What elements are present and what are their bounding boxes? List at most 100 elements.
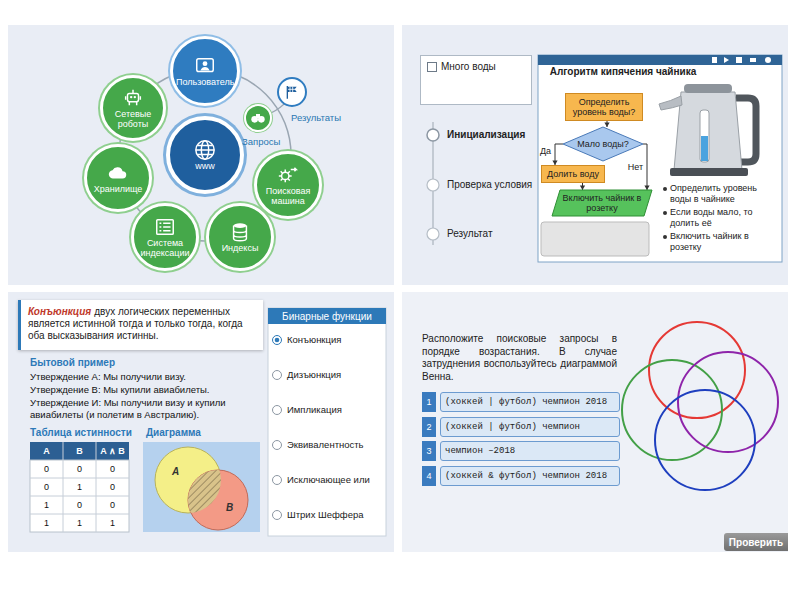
term: Конъюнкция bbox=[28, 306, 91, 317]
table-cell: 0 bbox=[30, 478, 63, 496]
query-row: 1(хоккей | футбол) чемпион 2018 bbox=[422, 392, 620, 412]
node-label: Пользователь bbox=[176, 77, 234, 87]
venn-diagram bbox=[622, 322, 778, 490]
set-label: B bbox=[226, 502, 240, 513]
table-cell: 1 bbox=[63, 478, 96, 496]
icon-art bbox=[276, 164, 300, 186]
storage-circle: Хранилище bbox=[84, 144, 152, 212]
bullet-dot bbox=[663, 211, 667, 215]
node-label: Сетевые роботы bbox=[104, 109, 162, 129]
callout-number: 4 bbox=[422, 466, 436, 486]
node-label: Запросы bbox=[242, 136, 280, 147]
table-cell: 0 bbox=[96, 496, 129, 514]
truth-table bbox=[30, 460, 129, 532]
query-row: 2(хоккей | футбол) чемпион bbox=[422, 417, 620, 437]
step-label: Проверка условия bbox=[447, 179, 547, 190]
callout-number: 3 bbox=[422, 441, 436, 461]
statement: Утверждение A: Мы получили визу. bbox=[30, 371, 265, 383]
bullet-text: Определить уровень воды в чайнике bbox=[670, 183, 780, 205]
table-cell: 1 bbox=[96, 514, 129, 532]
query-text: чемпион –2018 bbox=[440, 441, 620, 461]
table-cell: 1 bbox=[30, 514, 63, 532]
radio-buttons bbox=[273, 336, 282, 520]
section-heading: Таблица истинности bbox=[30, 427, 140, 438]
shape-fill bbox=[563, 127, 643, 161]
radio-option: Исключающее или bbox=[287, 474, 382, 485]
bullet-dot bbox=[663, 235, 667, 239]
section-heading: Диаграмма bbox=[146, 427, 256, 438]
table-cell: B bbox=[63, 442, 96, 460]
user-circle: Пользователь bbox=[170, 36, 240, 106]
button-label: Проверить bbox=[729, 537, 783, 548]
query-text: (хоккей | футбол) чемпион 2018 bbox=[440, 392, 620, 412]
query-text: (хоккей & футбол) чемпион 2018 bbox=[440, 466, 620, 486]
sidebar-title: Бинарные функции bbox=[282, 311, 372, 322]
bullet-text: Если воды мало, то долить её bbox=[670, 207, 780, 229]
icon-art bbox=[121, 87, 145, 109]
venn-set bbox=[188, 470, 248, 530]
decision-diamond: Мало воды? bbox=[563, 127, 643, 161]
checkbox-label: Много воды bbox=[441, 61, 496, 72]
node-label: Индексы bbox=[211, 243, 269, 253]
icon-art bbox=[284, 84, 300, 100]
radio-option: Дизъюнкция bbox=[287, 369, 382, 380]
window-titlebar bbox=[538, 55, 782, 65]
callout-number: 2 bbox=[422, 417, 436, 437]
node-icon bbox=[153, 216, 177, 238]
table-cell: A ∧ B bbox=[96, 442, 129, 460]
flow-arrow bbox=[552, 144, 563, 165]
panel bbox=[8, 292, 394, 552]
query-text: (хоккей | футбол) чемпион bbox=[440, 417, 620, 437]
titlebar-icons bbox=[712, 57, 771, 63]
box-label: Долить воду bbox=[547, 169, 599, 179]
edge-label: Нет bbox=[627, 162, 644, 172]
arrowhead bbox=[580, 186, 585, 191]
node-label: Хранилище bbox=[89, 184, 147, 194]
table-cell: 0 bbox=[63, 496, 96, 514]
window-title: Алгоритм кипячения чайника bbox=[538, 66, 708, 77]
bullet-dot bbox=[663, 187, 667, 191]
flow-arrow bbox=[604, 121, 609, 127]
table-header bbox=[30, 442, 129, 460]
step-label: Результат bbox=[447, 228, 537, 239]
io-parallelogram: Включить чайник в розетку bbox=[552, 190, 652, 216]
check-button: Проверить bbox=[724, 533, 788, 551]
sidebar bbox=[268, 308, 386, 536]
table-cell: 0 bbox=[96, 460, 129, 478]
query-row: 3чемпион –2018 bbox=[422, 441, 620, 461]
node-label: Результаты bbox=[291, 112, 341, 123]
set-label: A bbox=[172, 466, 186, 477]
icon-art bbox=[153, 216, 177, 238]
node-label: Система индексации bbox=[136, 238, 194, 258]
table-cell: 1 bbox=[30, 496, 63, 514]
engine-circle: Поисковая машина bbox=[254, 151, 322, 219]
node-icon bbox=[121, 87, 145, 109]
arrowhead bbox=[644, 186, 649, 191]
table-cell: 0 bbox=[96, 478, 129, 496]
node-icon bbox=[106, 162, 130, 184]
radio-option: Эквивалентность bbox=[287, 439, 382, 450]
arrowhead bbox=[604, 123, 609, 128]
query-row: 4(хоккей & футбол) чемпион 2018 bbox=[422, 466, 620, 486]
node-icon bbox=[284, 84, 300, 100]
radio-option: Конъюнкция bbox=[287, 334, 382, 345]
node-icon bbox=[193, 55, 217, 77]
table-cell: 0 bbox=[30, 460, 63, 478]
kettle bbox=[659, 84, 756, 176]
process-box: Определить уровень воды? bbox=[565, 93, 643, 121]
table-cell: 1 bbox=[63, 514, 96, 532]
panel bbox=[402, 25, 788, 285]
flowchart-window: Алгоритм кипячения чайникаОпределить уро… bbox=[538, 55, 782, 262]
robots-circle: Сетевые роботы bbox=[100, 75, 166, 141]
globe-node: www bbox=[166, 116, 244, 194]
icon-art bbox=[193, 139, 217, 161]
definition-box: Конъюнкциядвух логических переменных явл… bbox=[18, 300, 263, 350]
checkbox bbox=[427, 62, 437, 72]
statement: Утверждение И: Мы получили визу и купили… bbox=[30, 397, 265, 421]
results-icon: Результаты bbox=[277, 77, 307, 107]
box-label: Включить чайник в розетку bbox=[555, 193, 649, 213]
bullet-text: Включить чайник в розетку bbox=[670, 231, 780, 253]
box-label: Мало воды? bbox=[577, 139, 629, 149]
index-circle: Индексы bbox=[206, 203, 274, 271]
